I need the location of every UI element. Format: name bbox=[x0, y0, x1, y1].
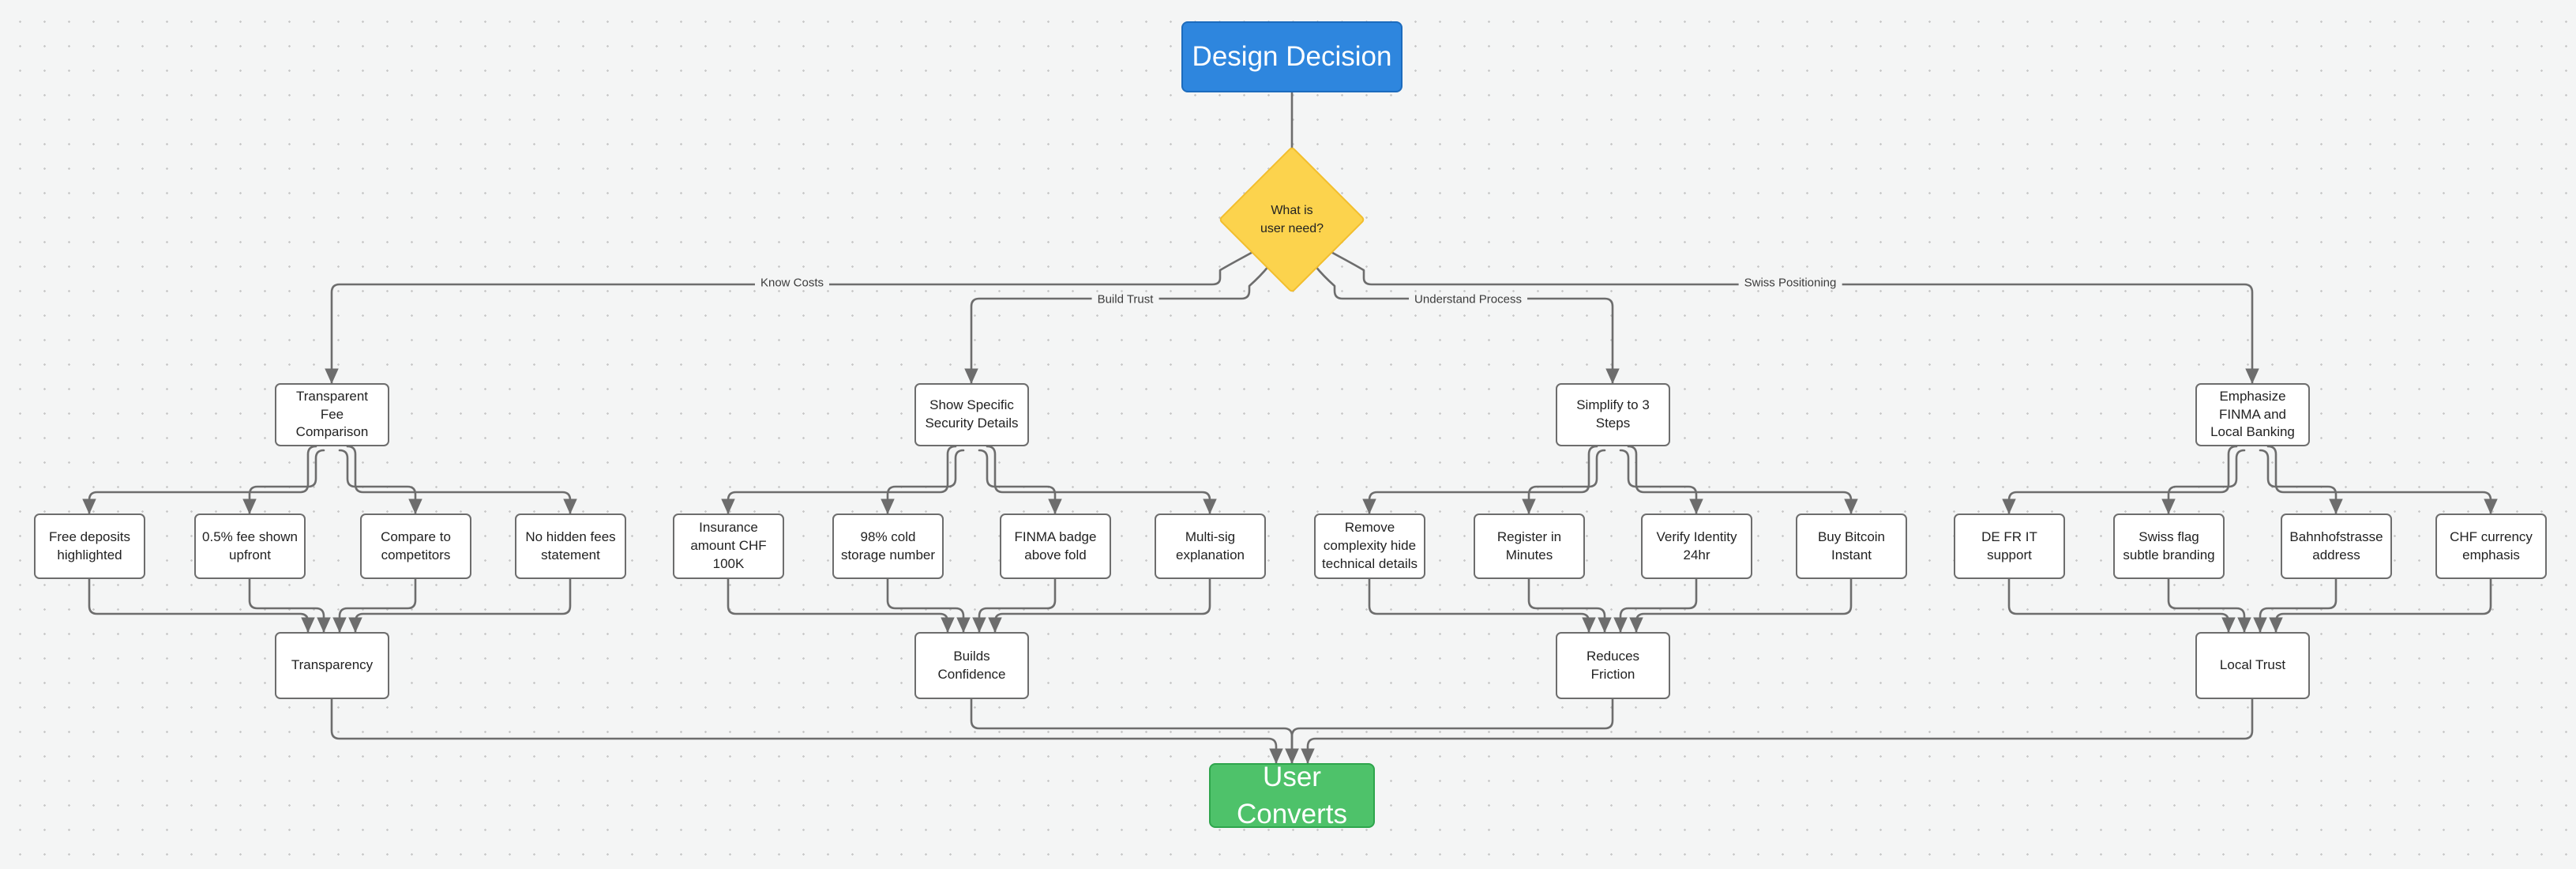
node-free-deposits-highlighted-label: Free deposits highlighted bbox=[49, 529, 130, 562]
node-show-specific-security-details[interactable]: Show Specific Security Details bbox=[914, 383, 1029, 446]
node-transparent-fee-comparison-label: Transparent Fee Comparison bbox=[295, 388, 369, 440]
node-design-decision[interactable]: Design Decision bbox=[1181, 21, 1403, 92]
node-user-converts[interactable]: User Converts bbox=[1209, 762, 1375, 830]
node-de-fr-it-support[interactable]: DE FR IT support bbox=[1954, 514, 2065, 579]
node-multi-sig-explanation-label: Multi-sig explanation bbox=[1176, 529, 1245, 562]
node-remove-complexity-hide-technical-details-label: Remove complexity hide technical details bbox=[1322, 520, 1418, 571]
node-finma-badge-above-fold-label: FINMA badge above fold bbox=[1014, 529, 1097, 562]
node-reduces-friction-label: Reduces Friction bbox=[1586, 648, 1640, 682]
node-verify-identity-24hr[interactable]: Verify Identity 24hr bbox=[1641, 514, 1752, 579]
node-free-deposits-highlighted[interactable]: Free deposits highlighted bbox=[34, 514, 145, 579]
node-remove-complexity-hide-technical-details[interactable]: Remove complexity hide technical details bbox=[1314, 514, 1425, 579]
node-verify-identity-24hr-label: Verify Identity 24hr bbox=[1656, 529, 1737, 562]
node-cold-storage-number-label: 98% cold storage number bbox=[840, 529, 936, 562]
node-insurance-amount-chf-100k-label: Insurance amount CHF 100K bbox=[690, 520, 767, 571]
node-user-converts-label: User Converts bbox=[1236, 761, 1348, 830]
node-transparent-fee-comparison[interactable]: Transparent Fee Comparison bbox=[275, 383, 389, 446]
node-simplify-to-3-steps-label: Simplify to 3 Steps bbox=[1576, 397, 1650, 431]
node-transparency-label: Transparency bbox=[291, 657, 374, 673]
node-buy-bitcoin-instant[interactable]: Buy Bitcoin Instant bbox=[1796, 514, 1907, 579]
edge-label-understand-process: Understand Process bbox=[1409, 292, 1527, 307]
node-bahnhofstrasse-address-label: Bahnhofstrasse address bbox=[2289, 529, 2383, 562]
edge-label-build-trust: Build Trust bbox=[1091, 292, 1159, 307]
node-finma-badge-above-fold[interactable]: FINMA badge above fold bbox=[1000, 514, 1111, 579]
node-buy-bitcoin-instant-label: Buy Bitcoin Instant bbox=[1817, 529, 1886, 562]
node-builds-confidence[interactable]: Builds Confidence bbox=[914, 632, 1029, 699]
node-swiss-flag-subtle-branding[interactable]: Swiss flag subtle branding bbox=[2113, 514, 2225, 579]
node-fee-shown-upfront-label: 0.5% fee shown upfront bbox=[202, 529, 298, 562]
node-show-specific-security-details-label: Show Specific Security Details bbox=[925, 397, 1019, 431]
node-design-decision-label: Design Decision bbox=[1192, 41, 1392, 73]
node-compare-to-competitors-label: Compare to competitors bbox=[381, 529, 451, 562]
node-fee-shown-upfront[interactable]: 0.5% fee shown upfront bbox=[194, 514, 306, 579]
node-emphasize-finma-and-local-banking[interactable]: Emphasize FINMA and Local Banking bbox=[2195, 383, 2310, 446]
node-no-hidden-fees-statement-label: No hidden fees statement bbox=[525, 529, 616, 562]
node-simplify-to-3-steps[interactable]: Simplify to 3 Steps bbox=[1556, 383, 1670, 446]
node-register-in-minutes[interactable]: Register in Minutes bbox=[1474, 514, 1585, 579]
node-insurance-amount-chf-100k[interactable]: Insurance amount CHF 100K bbox=[673, 514, 784, 579]
node-emphasize-finma-and-local-banking-label: Emphasize FINMA and Local Banking bbox=[2210, 388, 2295, 440]
node-builds-confidence-label: Builds Confidence bbox=[937, 648, 1006, 682]
edge-label-know-costs: Know Costs bbox=[754, 276, 830, 290]
node-bahnhofstrasse-address[interactable]: Bahnhofstrasse address bbox=[2281, 514, 2392, 579]
node-transparency[interactable]: Transparency bbox=[275, 632, 389, 699]
node-chf-currency-emphasis[interactable]: CHF currency emphasis bbox=[2435, 514, 2547, 579]
node-local-trust[interactable]: Local Trust bbox=[2195, 632, 2310, 699]
node-register-in-minutes-label: Register in Minutes bbox=[1496, 529, 1562, 562]
node-what-is-user-need-label: What is user need? bbox=[1260, 203, 1324, 235]
node-cold-storage-number[interactable]: 98% cold storage number bbox=[832, 514, 944, 579]
node-de-fr-it-support-label: DE FR IT support bbox=[1981, 529, 2037, 562]
node-local-trust-label: Local Trust bbox=[2219, 657, 2286, 673]
node-compare-to-competitors[interactable]: Compare to competitors bbox=[360, 514, 471, 579]
node-no-hidden-fees-statement[interactable]: No hidden fees statement bbox=[515, 514, 626, 579]
node-multi-sig-explanation[interactable]: Multi-sig explanation bbox=[1155, 514, 1266, 579]
edge-label-swiss-positioning: Swiss Positioning bbox=[1738, 276, 1842, 290]
node-what-is-user-need[interactable]: What is user need? bbox=[1218, 145, 1366, 294]
node-swiss-flag-subtle-branding-label: Swiss flag subtle branding bbox=[2123, 529, 2215, 562]
node-reduces-friction[interactable]: Reduces Friction bbox=[1556, 632, 1670, 699]
node-chf-currency-emphasis-label: CHF currency emphasis bbox=[2450, 529, 2533, 562]
